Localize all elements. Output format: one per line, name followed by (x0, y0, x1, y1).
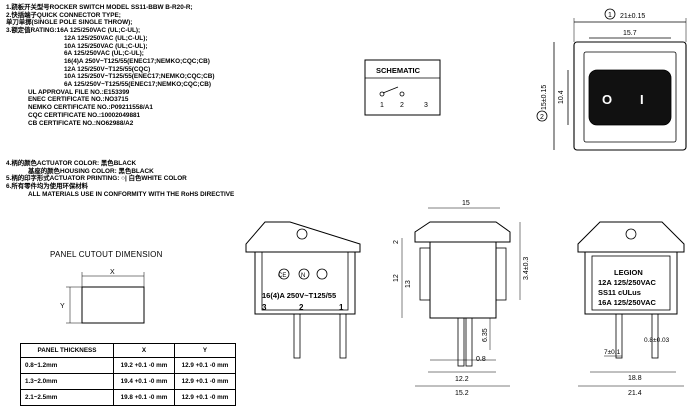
spec-line: 3.额定值RATING:16A 125/250VAC (UL;C-UL); (6, 27, 141, 35)
spec-line: ENEC CERTIFICATE NO.:NO3715 (28, 96, 129, 104)
spec-line: CQC CERTIFICATE NO.:10002049881 (28, 111, 141, 119)
dim-back-7: 7±0.1 (604, 349, 621, 356)
front-pin-3: 3 (262, 303, 267, 312)
dim-inner-width: 15.7 (623, 30, 637, 37)
dim-side-2: 2 (393, 240, 400, 244)
dim-side-top: 15 (462, 200, 470, 207)
dim-height: 15±0.15 (541, 85, 548, 110)
panel-cutout: X Y (60, 269, 145, 324)
note-1: 1 (608, 12, 612, 19)
dim-back-188: 18.8 (628, 375, 642, 382)
dim-inner-height: 10.4 (558, 90, 565, 104)
dim-side-122: 12.2 (455, 376, 469, 383)
back-line-2: 12A 125/250VAC (598, 278, 657, 287)
front-view: CE N 16(4)A 250V~T125/55 3 2 1 (245, 221, 361, 359)
spec-line: 6A 125/250V~T125/55(ENEC17;NEMKO;CQC;CB) (64, 81, 211, 89)
spec-line: 基座的颜色HOUSING COLOR: 黑色BLACK (28, 167, 154, 175)
front-pin-1: 1 (339, 303, 344, 312)
schematic-pin-1: 1 (380, 102, 384, 109)
cert-ce-mark: CE (278, 273, 286, 279)
table-cell: 19.8 +0.1 -0 mm (113, 389, 175, 406)
top-view: O I 1 21±0.15 15.7 2 15±0.15 10.4 (536, 8, 687, 151)
spec-line: 4.柄的颜色ACTUATOR COLOR: 黑色BLACK (6, 160, 137, 167)
cutout-y-label: Y (60, 303, 65, 310)
panel-cutout-title: PANEL CUTOUT DIMENSION (50, 250, 163, 259)
schematic-title: SCHEMATIC (376, 66, 421, 75)
dim-side-13: 13 (405, 280, 412, 288)
spec-line: 6.所有零件均为使用环保材料 (6, 183, 89, 191)
spec-line: 6A 125/250VAC (UL;C-UL); (64, 50, 144, 58)
cutout-x-label: X (110, 269, 115, 276)
spec-line: ALL MATERIALS USE IN CONFORMITY WITH THE… (28, 190, 235, 198)
spec-line: 12A 125/250V~T125/55(CQC) (64, 65, 151, 73)
spec-line: 10A 125/250V~T125/55(ENEC17;NEMKO;CQC;CB… (64, 73, 215, 81)
back-line-4: 16A 125/250VAC (598, 298, 657, 307)
front-pin-2: 2 (299, 303, 304, 312)
spec-line: NEMKO CERTIFICATE NO.:P09211558/A1 (28, 104, 153, 112)
dim-side-12: 12 (393, 274, 400, 282)
back-line-3: SS11 cULus (598, 288, 641, 297)
back-line-1: LEGION (614, 268, 643, 277)
spec-line: 16(4)A 250V~T125/55(ENEC17;NEMKO;CQC;CB) (64, 57, 210, 65)
dim-side-08: 0.8 (476, 356, 486, 363)
dim-side-152: 15.2 (455, 390, 469, 397)
cert-n-mark: N (301, 273, 305, 279)
dim-back-214: 21.4 (628, 390, 642, 397)
table-row: 1.3~2.0mm 19.4 +0.1 -0 mm 12.9 +0.1 -0 m… (20, 373, 236, 390)
spec-list: 1.跷板开关型号ROCKER SWITCH MODEL SS11-BBW B-R… (6, 4, 215, 127)
schematic-box: 1 2 3 (364, 59, 441, 116)
on-symbol: I (640, 92, 644, 107)
spec-line: 2.快插端子QUICK CONNECTOR TYPE; (6, 11, 121, 19)
spec-line: UL APPROVAL FILE NO.:E153399 (28, 88, 130, 96)
dim-side-635: 6.35 (482, 328, 489, 342)
schematic-pin-3: 3 (424, 102, 428, 109)
off-symbol: O (602, 92, 612, 107)
spec-line: 12A 125/250VAC (UL;C-UL); (64, 34, 148, 42)
table-cell: 12.9 +0.1 -0 mm (174, 389, 236, 406)
back-view: LEGION 12A 125/250VAC SS11 cULus 16A 125… (577, 221, 685, 397)
front-marking: 16(4)A 250V~T125/55 (262, 291, 336, 300)
table-row: 2.1~2.5mm 19.8 +0.1 -0 mm 12.9 +0.1 -0 m… (20, 389, 236, 406)
spec-line: 5.柄的印字形式ACTUATOR PRINTING: ○| 白色WHITE CO… (6, 175, 187, 183)
spec-line: 10A 125/250VAC (UL;C-UL); (64, 42, 148, 50)
dim-side-34: 3.4±0.3 (523, 257, 530, 280)
schematic-pin-2: 2 (400, 102, 404, 109)
note-2: 2 (540, 114, 544, 121)
spec-line: 单刀单掷(SINGLE POLE SINGLE THROW); (6, 19, 133, 27)
table-header-row: PANEL THICKNESS X Y (20, 343, 236, 358)
dim-back-08: 0.8±0.03 (644, 337, 670, 344)
dim-width: 21±0.15 (620, 13, 645, 20)
panel-thickness-table: PANEL THICKNESS X Y 0.8~1.2mm 19.2 +0.1 … (20, 343, 236, 406)
spec-line: 1.跷板开关型号ROCKER SWITCH MODEL SS11-BBW B-R… (6, 4, 193, 11)
side-view: 15 2 12 13 3.4±0.3 6.35 0.8 12.2 15.2 (393, 200, 530, 397)
spec-line: CB CERTIFICATE NO.:NO62988/A2 (28, 119, 134, 127)
table-cell: 2.1~2.5mm (20, 389, 114, 406)
